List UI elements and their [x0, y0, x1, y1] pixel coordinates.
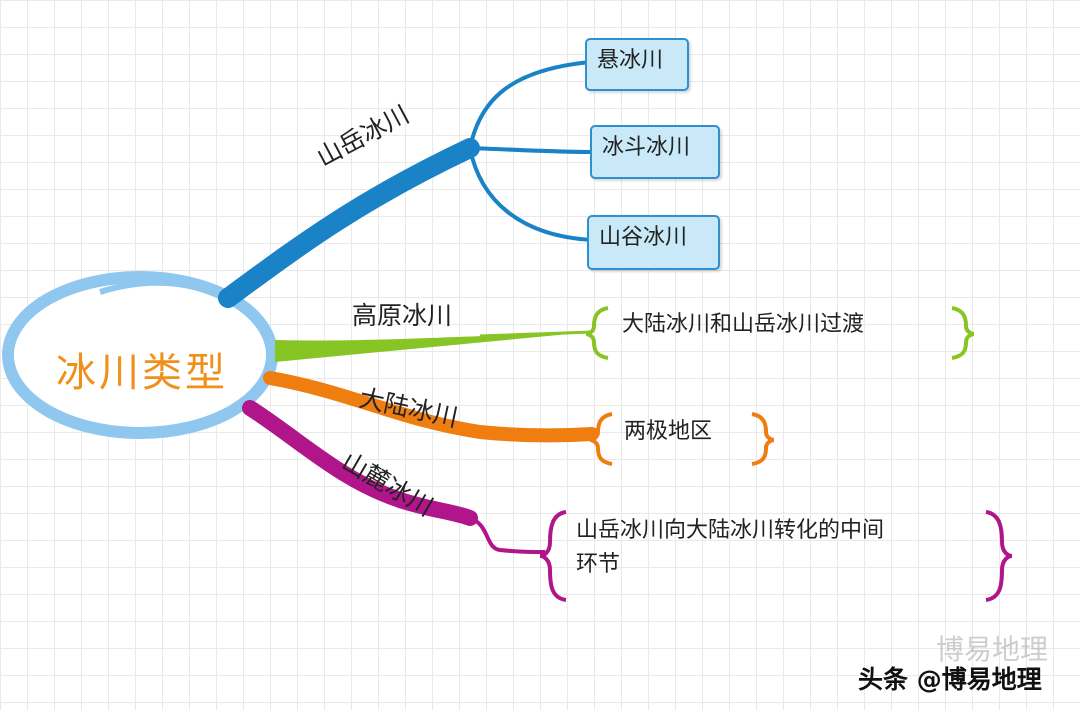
- watermark-ghost: 博易地理: [936, 633, 1049, 666]
- branch-plateau-thin: [479, 330, 593, 338]
- node-hanging-glacier: 悬冰川: [585, 38, 689, 91]
- node-valley-glacier: 山谷冰川: [587, 215, 720, 270]
- center-oval-stroke-tail: [99, 279, 232, 303]
- watermark-text: 头条 @博易地理: [858, 665, 1042, 694]
- note-piedmont-line2: 环节: [576, 552, 621, 577]
- note-continental: 两极地区: [624, 419, 713, 444]
- brace-continental-left: [589, 412, 613, 466]
- node-cirque-glacier: 冰斗冰川: [590, 125, 720, 179]
- brace-continental-right: [751, 412, 775, 466]
- brace-piedmont-left: [539, 510, 567, 602]
- branch-piedmont-hook: [469, 516, 546, 554]
- brace-plateau-right: [951, 306, 975, 360]
- brace-plateau-left: [585, 306, 609, 360]
- brace-piedmont-right: [985, 510, 1013, 602]
- connector-valley: [468, 147, 593, 242]
- branch-plateau-line: [275, 332, 590, 362]
- center-topic: 冰川类型: [56, 350, 228, 396]
- branch-piedmont-line: [242, 400, 478, 526]
- connector-hanging: [468, 60, 591, 149]
- connector-cirque: [469, 146, 593, 154]
- branch-continental-line: [263, 371, 599, 443]
- note-piedmont-line1: 山岳冰川向大陆冰川转化的中间: [576, 518, 885, 543]
- note-plateau: 大陆冰川和山岳冰川过渡: [622, 312, 865, 337]
- branch-mountain-line: [218, 138, 480, 308]
- branch-label-plateau: 高原冰川: [352, 301, 453, 330]
- center-oval: [2, 271, 278, 439]
- branch-mountain-line-tip: [419, 146, 471, 172]
